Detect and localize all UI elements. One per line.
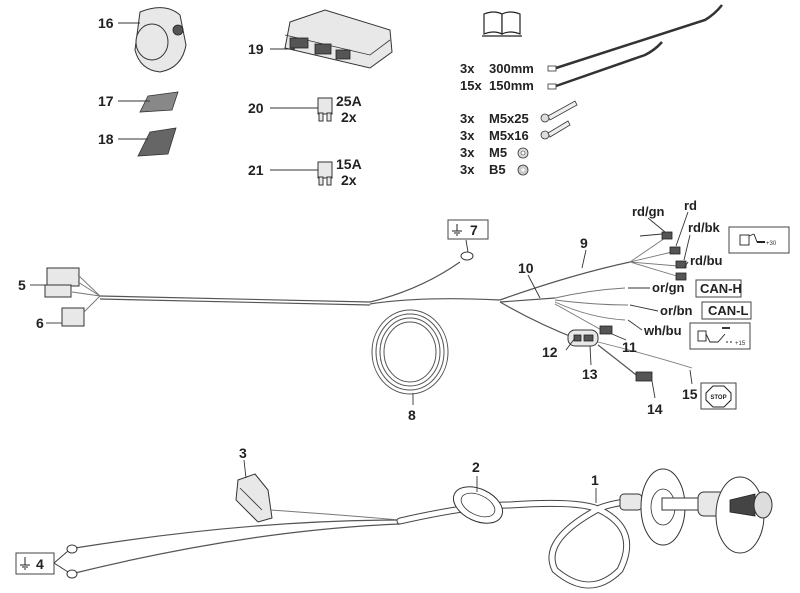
wire-rd: rd [684, 198, 697, 213]
wire-wh-bu: wh/bu [643, 323, 682, 338]
hw-item-1: 150mm [489, 78, 534, 93]
wire-or-gn: or/gn [652, 280, 685, 295]
label-10: 10 [518, 260, 534, 276]
part-17-gasket [118, 91, 179, 113]
label-12: 12 [542, 344, 558, 360]
label-15: 15 [682, 386, 698, 402]
label-8: 8 [408, 407, 416, 423]
hw-item-2: M5x25 [489, 111, 529, 126]
label-3: 3 [239, 445, 247, 461]
label-21: 21 [248, 162, 264, 178]
washer-icon [517, 164, 529, 176]
hw-item-4: M5 [489, 145, 507, 160]
plus15-box: +15 [689, 322, 751, 350]
fuse-21-qty: 2x [341, 172, 357, 188]
label-4: 4 [36, 556, 44, 572]
label-18: 18 [98, 131, 114, 147]
hw-qty-3: 3x [460, 128, 475, 143]
cable-tie-icon [547, 4, 723, 90]
label-20: 20 [248, 100, 264, 116]
fuse-21-rating: 15A [336, 156, 362, 172]
plus30-box: +30 [728, 226, 790, 254]
stop-label: STOP [710, 395, 726, 401]
label-1: 1 [591, 472, 599, 488]
part-20-fuse [270, 97, 333, 122]
part-16-socket [118, 7, 187, 73]
hw-qty-5: 3x [460, 162, 475, 177]
book-icon [482, 11, 522, 37]
plus30-label: +30 [766, 241, 777, 247]
label-16: 16 [98, 15, 114, 31]
label-5: 5 [18, 277, 26, 293]
stop-sign-icon: STOP [705, 385, 732, 408]
label-9: 9 [580, 235, 588, 251]
ignition-switch-icon [697, 327, 734, 343]
plus15-label: +15 [735, 341, 746, 347]
hw-qty-4: 3x [460, 145, 475, 160]
can-h-label: CAN-H [700, 281, 742, 296]
ground-box-7: 7 [447, 219, 489, 240]
hw-item-5: B5 [489, 162, 506, 177]
nut-icon [517, 147, 529, 159]
part-21-fuse [270, 161, 333, 186]
label-11: 11 [622, 339, 637, 355]
label-17: 17 [98, 93, 114, 109]
hardware-list: 3x 300mm 15x 150mm 3x M5x25 3x M5x16 3x … [460, 61, 534, 177]
ground-icon [20, 557, 30, 570]
label-19: 19 [248, 41, 264, 57]
can-h-box: CAN-H [695, 279, 742, 298]
fuse-20-qty: 2x [341, 109, 357, 125]
hw-item-3: M5x16 [489, 128, 529, 143]
hw-qty-1: 15x [460, 78, 482, 93]
can-l-label: CAN-L [708, 303, 748, 318]
wire-rd-bk: rd/bk [688, 220, 721, 235]
battery-icon [739, 233, 765, 246]
hw-qty-0: 3x [460, 61, 475, 76]
part-19-control-module [270, 9, 393, 69]
part-18-gasket [118, 127, 177, 157]
ground-box-4: 4 [15, 552, 55, 575]
bolt-icon [540, 100, 578, 140]
label-13: 13 [582, 366, 598, 382]
wire-rd-bu: rd/bu [690, 253, 723, 268]
hw-item-0: 300mm [489, 61, 534, 76]
can-l-box: CAN-L [701, 301, 752, 320]
label-7: 7 [470, 222, 478, 238]
hw-qty-2: 3x [460, 111, 475, 126]
label-2: 2 [472, 459, 480, 475]
wire-or-bn: or/bn [660, 303, 693, 318]
label-6: 6 [36, 315, 44, 331]
fuse-20-rating: 25A [336, 93, 362, 109]
ground-icon [452, 224, 462, 236]
harness-rear [53, 459, 773, 589]
stop-box: STOP [700, 382, 737, 410]
wire-rd-gn: rd/gn [632, 204, 665, 219]
label-14: 14 [647, 401, 663, 417]
harness-main [30, 231, 693, 405]
